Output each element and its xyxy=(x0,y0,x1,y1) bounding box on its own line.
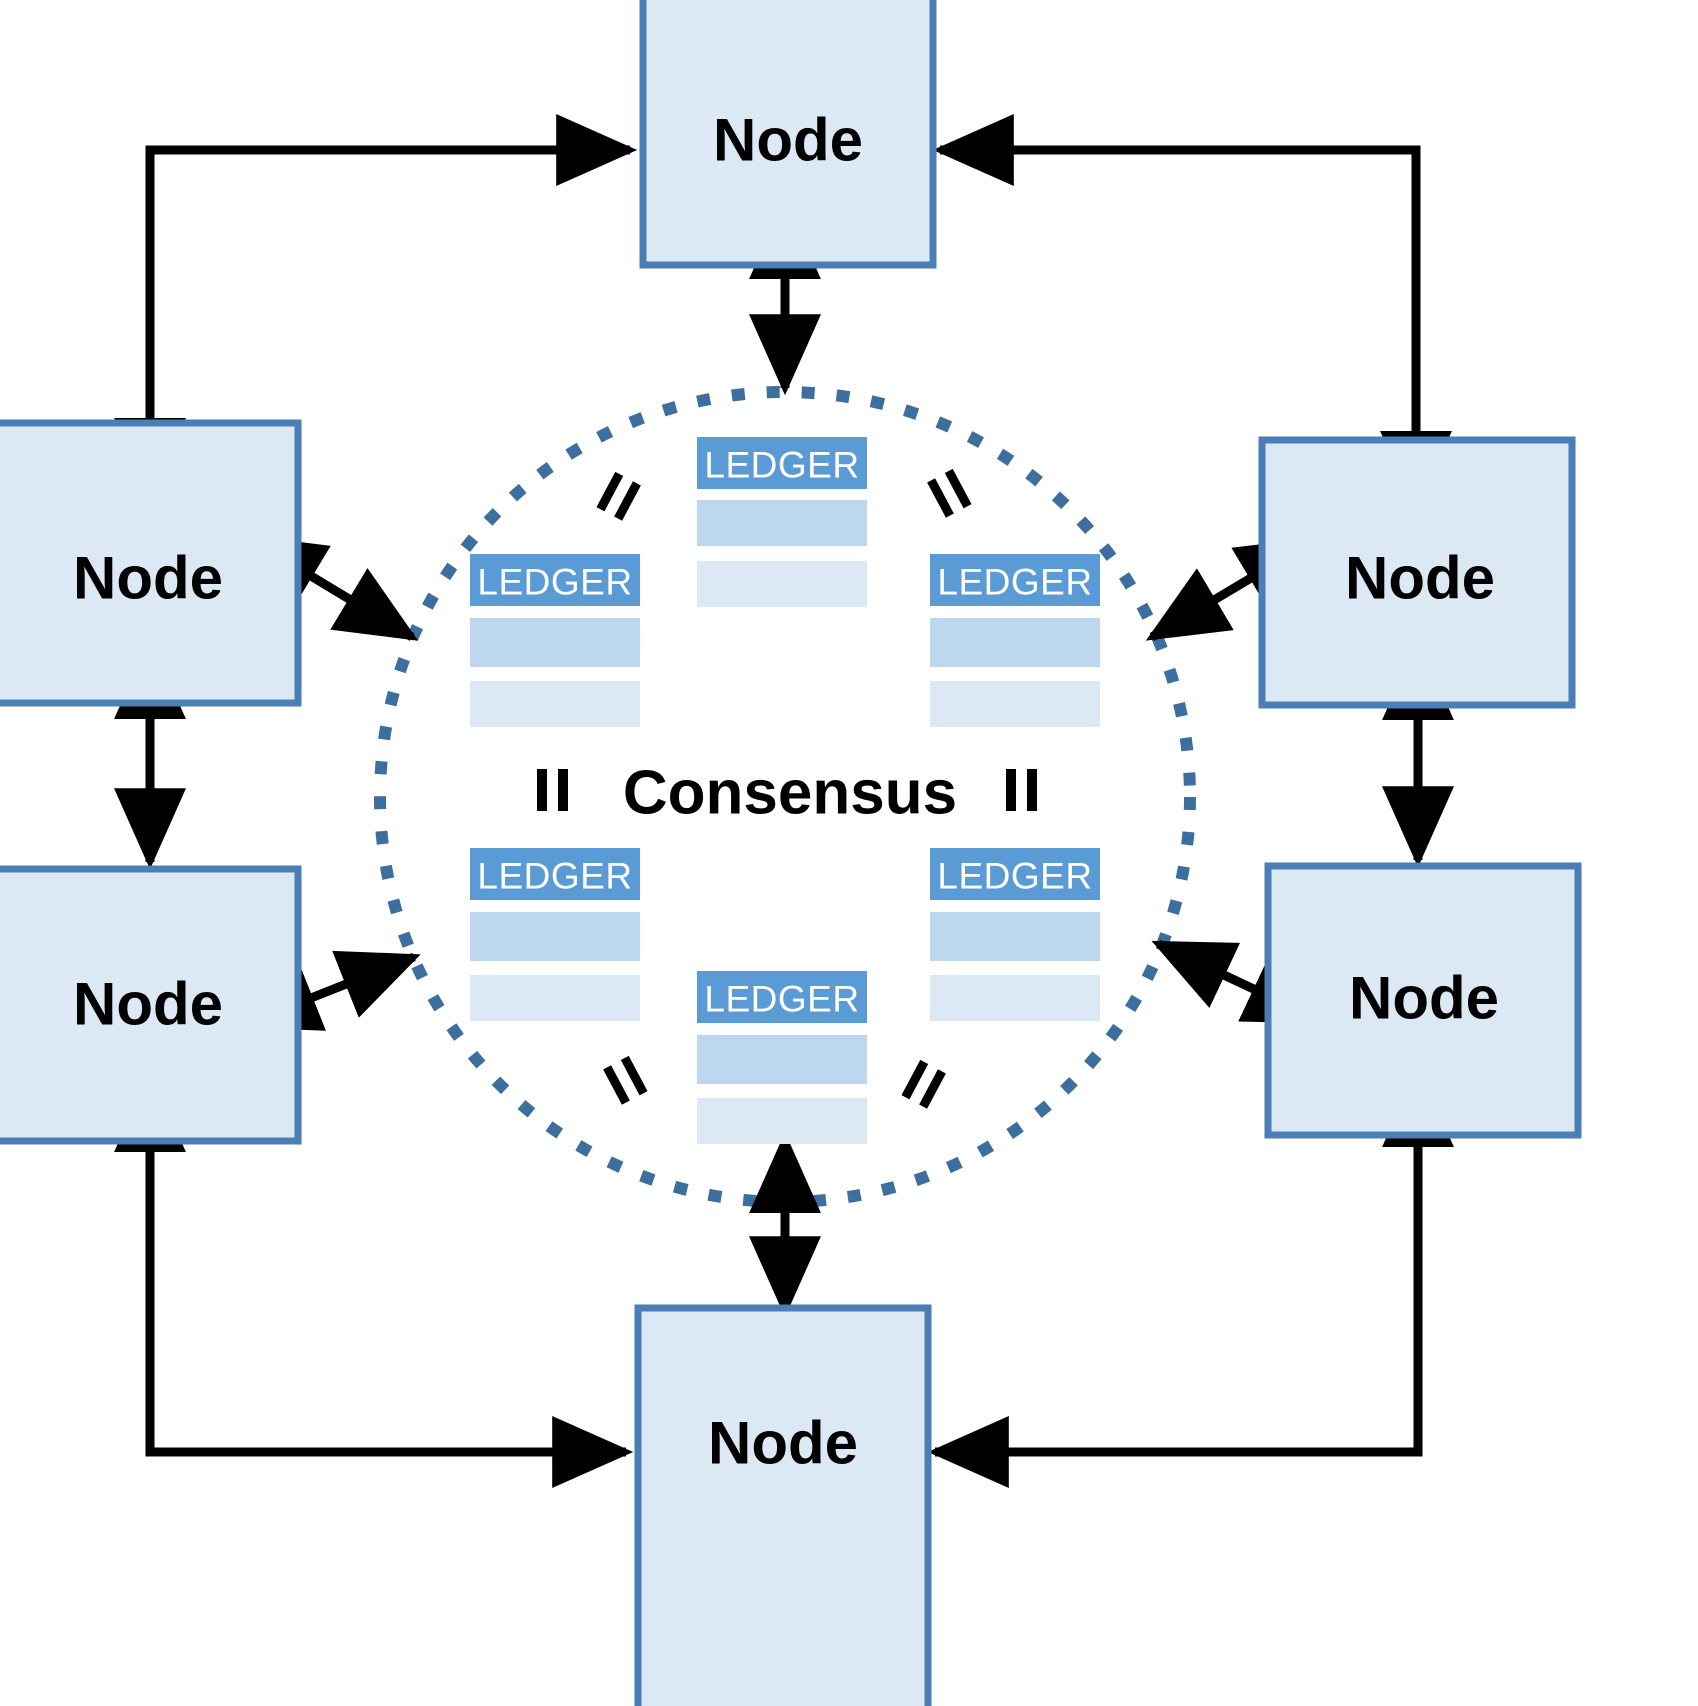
ledger-upper-right-row-2 xyxy=(930,681,1100,727)
connector-right-upper-to-top xyxy=(932,114,1452,512)
connector-left-lower-to-bottom xyxy=(114,1071,634,1488)
ledger-upper-left-row-1 xyxy=(470,618,640,667)
connector-node-left-upper-consensus xyxy=(242,534,419,641)
node-right-lower-box[interactable] xyxy=(1264,862,1582,1139)
node-right-upper-label: Node xyxy=(1345,545,1495,612)
ledger-upper-left-header[interactable] xyxy=(470,554,640,606)
node-left-upper-label: Node xyxy=(73,545,223,612)
outer-connectors-group xyxy=(114,114,1454,1488)
node-left-lower[interactable]: Node xyxy=(0,865,302,1145)
ledger-bottom-header[interactable] xyxy=(697,971,867,1023)
equals-mark-bottom-left xyxy=(603,1055,648,1105)
node-left-upper[interactable]: Node xyxy=(0,419,302,707)
node-bottom[interactable]: Node xyxy=(634,1304,932,1706)
ledgers-group: LEDGER LEDGER LEDGER LEDGER xyxy=(470,437,1100,1144)
node-top-label: Node xyxy=(713,107,863,174)
node-right-upper[interactable]: Node xyxy=(1258,436,1576,709)
ledger-upper-right[interactable]: LEDGER xyxy=(930,554,1100,727)
node-left-upper-box[interactable] xyxy=(0,419,302,707)
ledger-upper-right-row-1 xyxy=(930,618,1100,667)
ledger-lower-right-label: LEDGER xyxy=(937,856,1092,897)
ledger-bottom-label: LEDGER xyxy=(704,979,859,1020)
equals-mark-mid-right xyxy=(1006,769,1037,811)
ledger-bottom-row-1 xyxy=(697,1035,867,1084)
node-top-box[interactable] xyxy=(639,0,937,269)
ledger-lower-right[interactable]: LEDGER xyxy=(930,848,1100,1021)
node-right-upper-box[interactable] xyxy=(1258,436,1576,709)
ledger-lower-right-row-1 xyxy=(930,912,1100,961)
node-bottom-label: Node xyxy=(708,1410,858,1477)
ledger-top-row-2 xyxy=(697,561,867,607)
connector-left-upper-to-top xyxy=(114,114,638,499)
ledger-top-row-1 xyxy=(697,500,867,546)
ledger-lower-left-header[interactable] xyxy=(470,848,640,900)
connector-node-left-lower-consensus xyxy=(237,950,421,1031)
node-left-lower-box[interactable] xyxy=(0,865,302,1145)
ledger-lower-left-row-1 xyxy=(470,912,640,961)
ledger-top[interactable]: LEDGER xyxy=(697,437,867,607)
connector-node-right-lower-consensus xyxy=(1151,939,1327,1024)
ledger-bottom-row-2 xyxy=(697,1098,867,1144)
connector-node-right-upper-consensus xyxy=(1145,537,1320,641)
ledger-upper-left[interactable]: LEDGER xyxy=(470,554,640,727)
equals-mark-top-left xyxy=(596,471,641,521)
ledger-top-label: LEDGER xyxy=(704,445,859,486)
equals-mark-bottom-right xyxy=(901,1059,946,1109)
equals-mark-top-right xyxy=(927,468,972,518)
node-left-lower-label: Node xyxy=(73,971,223,1038)
ledger-upper-left-row-2 xyxy=(470,681,640,727)
connector-right-lower-to-bottom xyxy=(927,1066,1454,1488)
ledger-lower-left[interactable]: LEDGER xyxy=(470,848,640,1021)
nodes-group: Node Node Node Node Node Node xyxy=(0,0,1582,1706)
node-right-lower-label: Node xyxy=(1349,965,1499,1032)
ledger-upper-left-label: LEDGER xyxy=(477,562,632,603)
ledger-lower-left-label: LEDGER xyxy=(477,856,632,897)
ledger-upper-right-label: LEDGER xyxy=(937,562,1092,603)
node-right-lower[interactable]: Node xyxy=(1264,862,1582,1139)
ledger-lower-right-header[interactable] xyxy=(930,848,1100,900)
equals-marks-group xyxy=(537,468,1037,1109)
ledger-bottom[interactable]: LEDGER xyxy=(697,971,867,1144)
ledger-upper-right-header[interactable] xyxy=(930,554,1100,606)
node-bottom-box[interactable] xyxy=(634,1304,932,1706)
consensus-label: Consensus xyxy=(623,759,957,828)
ledger-top-header[interactable] xyxy=(697,437,867,489)
node-top[interactable]: Node xyxy=(639,0,937,269)
inner-connectors-group xyxy=(237,198,1327,1318)
equals-mark-mid-left xyxy=(537,769,568,811)
ledger-lower-left-row-2 xyxy=(470,975,640,1021)
ledger-lower-right-row-2 xyxy=(930,975,1100,1021)
